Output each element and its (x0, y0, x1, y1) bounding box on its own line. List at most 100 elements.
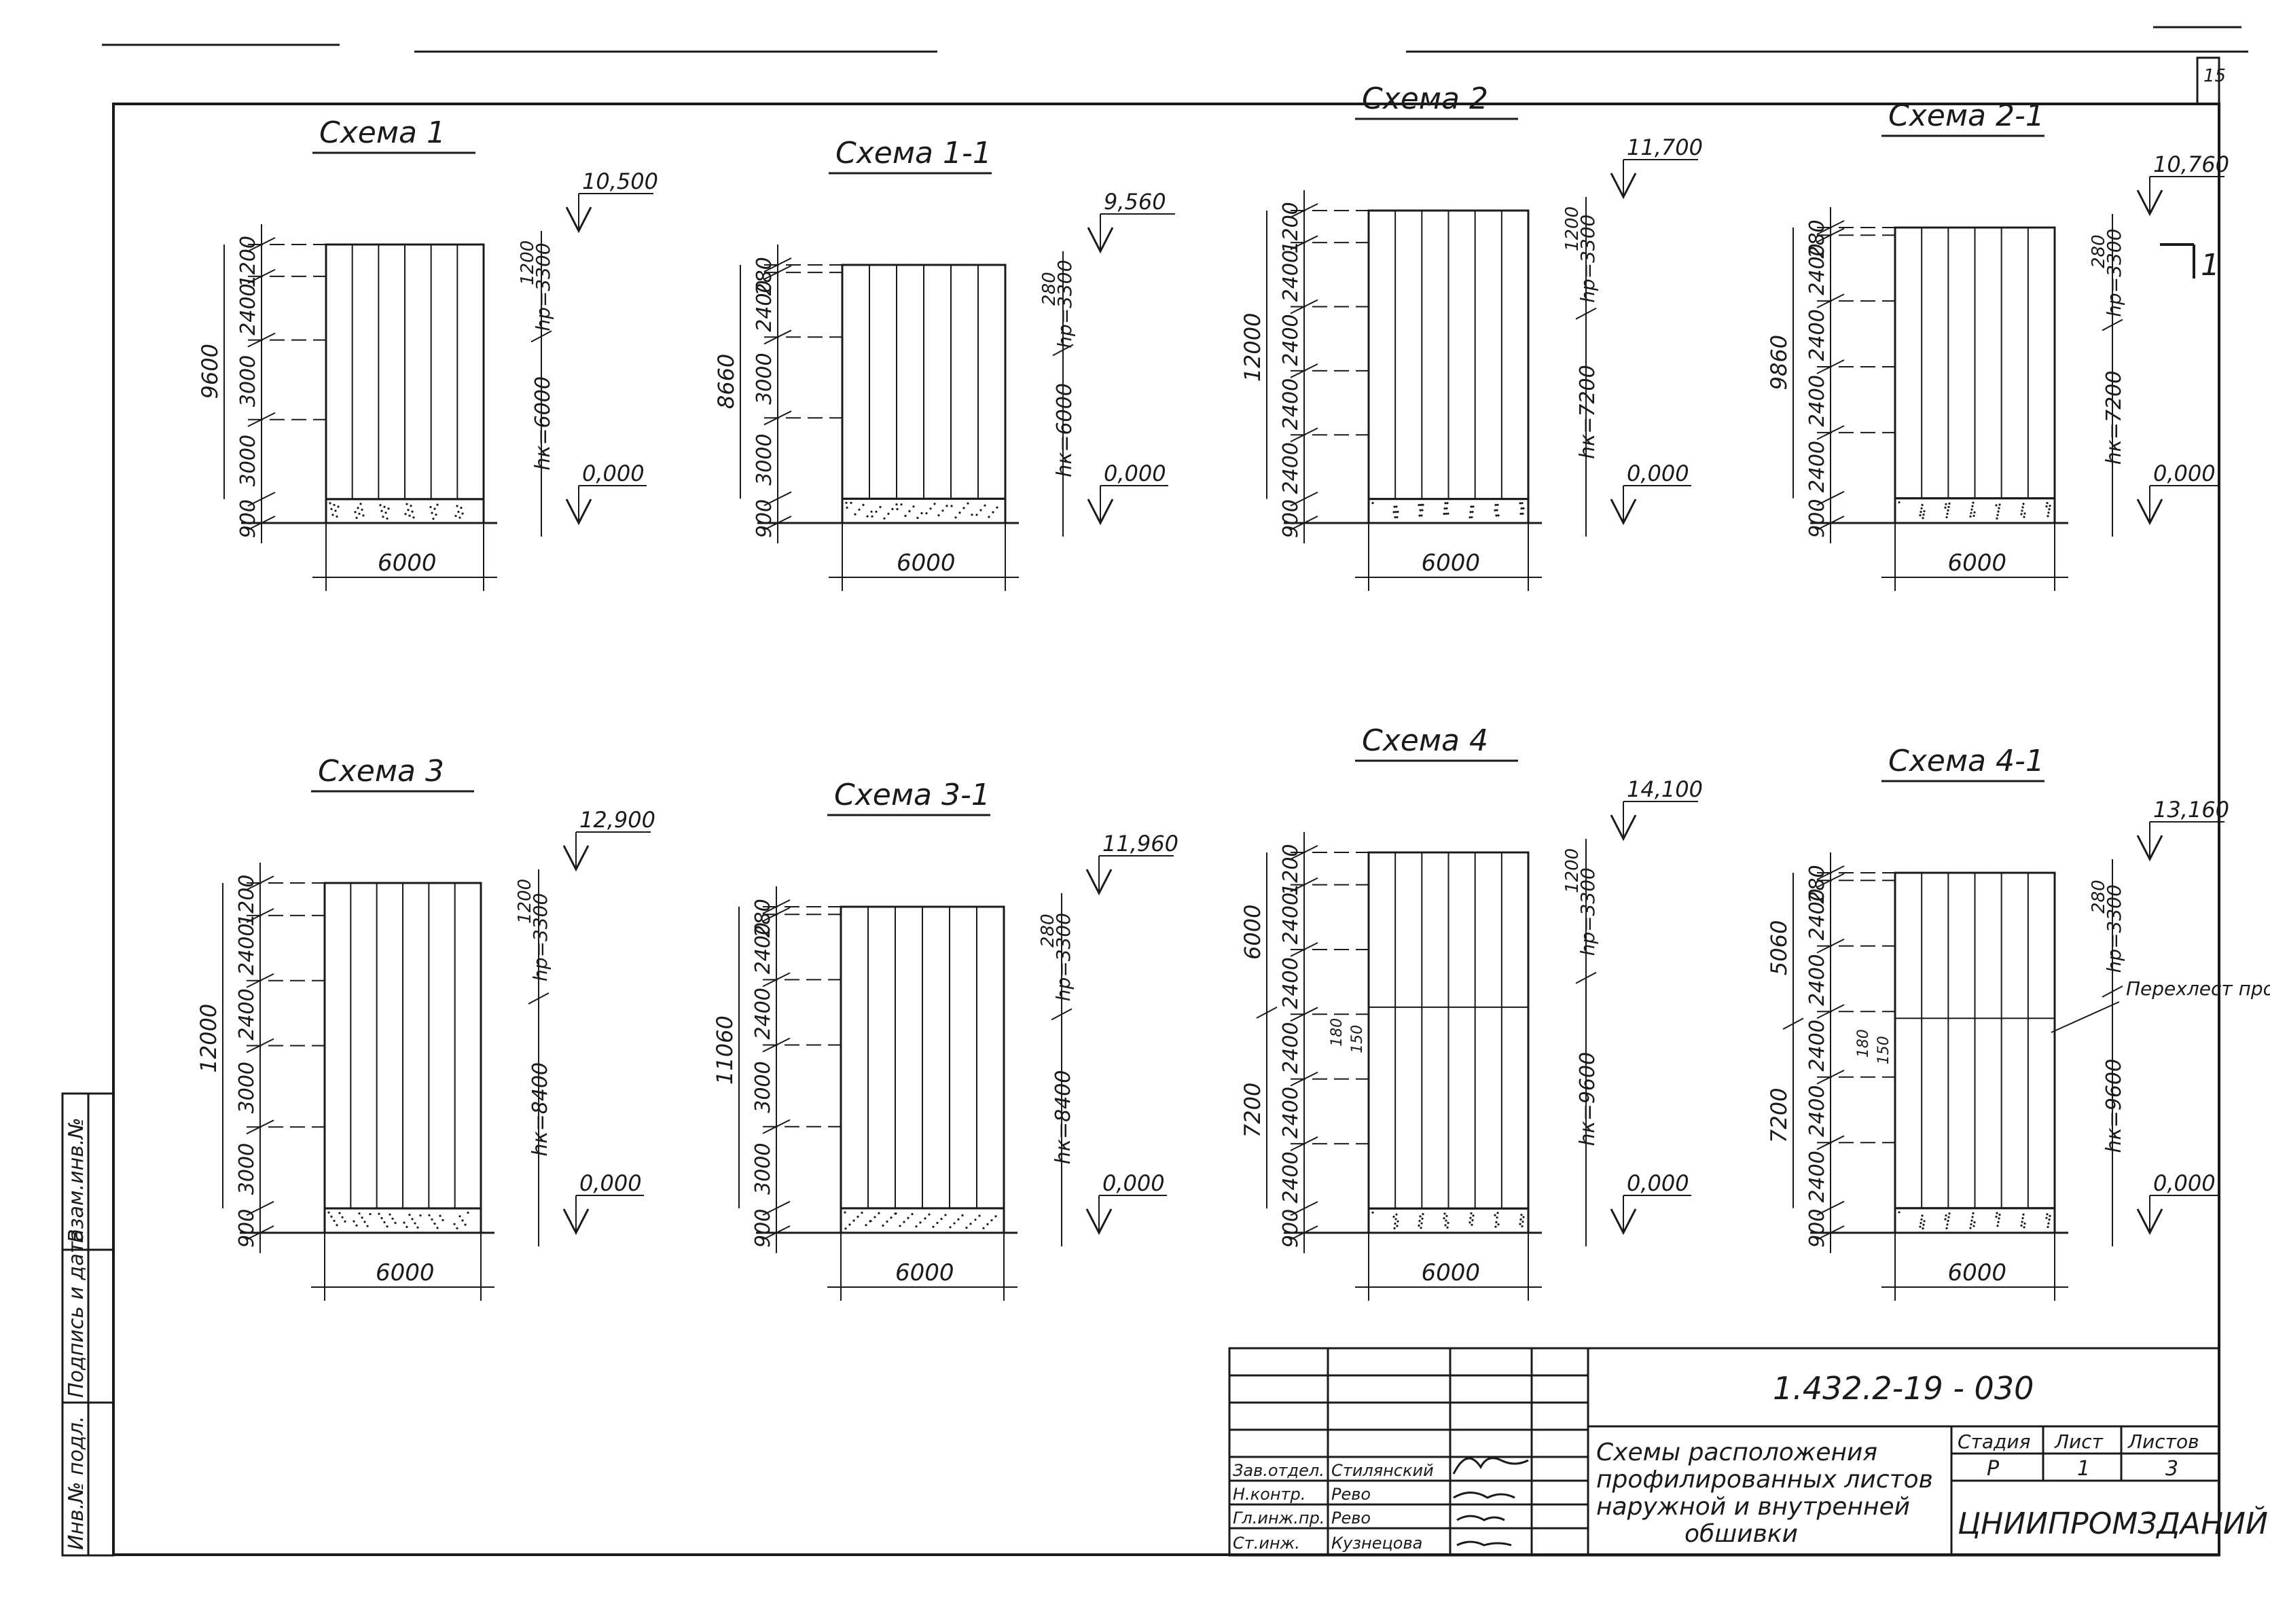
plinth-hatch-dot (1522, 507, 1525, 510)
dimension-tick (246, 1201, 274, 1216)
scheme-5: Схема 390030003000240024001200120006000h… (196, 754, 655, 1301)
plinth-hatch-dot (1945, 1227, 1948, 1229)
plinth-hatch-dot (975, 513, 978, 516)
plinth-hatch-dot (362, 514, 365, 517)
plinth-hatch-dot (2045, 505, 2048, 508)
plinth-hatch-dot (407, 509, 410, 511)
segment-dimension-label: 2400 (1279, 892, 1303, 944)
plinth-hatch-dot (1447, 1221, 1449, 1225)
plinth-hatch-dot (1998, 507, 2000, 509)
plinth-hatch-dot (1443, 512, 1445, 516)
segment-dimension-label: 900 (1805, 1209, 1829, 1248)
plinth-hatch-dot (386, 1225, 389, 1228)
plinth-hatch-dot (386, 517, 389, 520)
zero-level-mark: 0,000 (1627, 1170, 1689, 1196)
plinth-hatch-dot (2020, 513, 2023, 516)
plinth-hatch-dot (1469, 511, 1472, 513)
plinth-hatch-dot (899, 1225, 901, 1227)
plinth-hatch-dot (1494, 509, 1496, 511)
plinth-hatch-dot (341, 1216, 344, 1219)
plinth-hatch-dot (992, 511, 994, 513)
plinth-hatch-dot (354, 511, 357, 513)
plinth-hatch-dot (907, 1216, 909, 1219)
hk-label: hк=8400 (528, 1062, 552, 1157)
plinth-hatch-dot (2048, 508, 2051, 511)
dimension-tick (2102, 319, 2123, 331)
overall-dimension-label: 7200 (1766, 1088, 1792, 1143)
width-dimension-label: 6000 (376, 1259, 435, 1286)
plinth-hatch-dot (1520, 1213, 1523, 1216)
dimension-tick (1256, 1007, 1278, 1019)
segment-dimension-label: 2400 (1279, 314, 1303, 365)
plinth-hatch-dot (436, 503, 439, 506)
plinth-hatch-dot (436, 1227, 439, 1229)
plinth-hatch-dot (1970, 508, 1973, 511)
plinth-hatch-dot (854, 513, 857, 516)
plinth-hatch-dot (435, 513, 437, 516)
dimension-tick (1575, 971, 1597, 984)
plinth-hatch-dot (387, 507, 390, 510)
plinth-hatch-dot (338, 1212, 341, 1214)
dimension-tick (1782, 1017, 1804, 1030)
plinth-hatch-dot (940, 1218, 943, 1221)
plinth-hatch-dot (869, 1220, 872, 1223)
plinth-hatch-dot (1973, 1221, 1976, 1224)
plinth-hatch-dot (1944, 1218, 1947, 1221)
plinth-hatch-dot (1923, 1220, 1926, 1223)
plinth-hatch-dot (403, 1221, 406, 1224)
plinth-hatch-dot (954, 516, 957, 519)
plinth-hatch-dot (1519, 1218, 1522, 1221)
drawing-title-line-1: Схемы расположения (1596, 1439, 1877, 1466)
plinth-hatch-dot (383, 505, 386, 508)
plinth-hatch-dot (1997, 1221, 2000, 1223)
plinth-hatch-dot (1921, 1214, 1924, 1217)
hp-label: hр=3300 (2103, 229, 2125, 317)
top-segment-label: 1200 (515, 879, 535, 924)
plinth-hatch-dot (988, 516, 990, 518)
plinth-hatch-dot (433, 1223, 436, 1225)
plinth-hatch-dot (1418, 503, 1420, 507)
signature-role-4: Ст.инж. (1233, 1534, 1300, 1553)
hp-label: hр=3300 (529, 893, 552, 981)
plinth-hatch-dot (919, 1221, 922, 1224)
plinth-hatch-dot (410, 505, 412, 507)
hk-label: hк=9600 (1576, 1052, 1600, 1147)
segment-dimension-label: 2400 (1805, 441, 1829, 492)
segment-dimension-label: 2400 (1805, 375, 1829, 427)
plinth-hatch-dot (359, 503, 362, 505)
plinth-hatch-dot (1471, 1219, 1474, 1222)
plinth-hatch-dot (1946, 1223, 1949, 1226)
top-level-mark: 14,100 (1627, 776, 1703, 802)
overlap-dimension-label: 180 (1329, 1018, 1346, 1047)
plinth-hatch-dot (358, 1212, 361, 1215)
hk-label: hк=6000 (1053, 383, 1077, 477)
plinth-hatch-dot (979, 509, 982, 511)
segment-dimension-label: 1200 (1279, 202, 1303, 253)
plinth-hatch-dot (1995, 504, 1998, 507)
plinth-hatch-dot (982, 1227, 985, 1229)
top-level-mark: 9,560 (1104, 189, 1166, 215)
plinth-hatch-dot (1394, 1218, 1397, 1221)
plinth-hatch-dot (369, 1212, 372, 1216)
plinth-hatch-dot (1445, 1219, 1447, 1222)
stage-value: Р (1987, 1457, 2000, 1481)
plinth-hatch-dot (929, 507, 932, 510)
plinth-hatch-dot (957, 1218, 960, 1221)
plinth-hatch-dot (1469, 516, 1471, 519)
hk-label: hк=9600 (2102, 1059, 2126, 1153)
plinth-hatch-dot (1945, 1214, 1947, 1217)
width-dimension-label: 6000 (1422, 1259, 1481, 1286)
plinth-hatch-dot (1496, 509, 1498, 511)
plinth-hatch-dot (1419, 509, 1422, 511)
plinth-hatch-dot (1371, 502, 1374, 505)
plinth-hatch-dot (870, 510, 873, 513)
segment-dimension-label: 1200 (235, 875, 259, 926)
plinth-hatch-dot (1497, 514, 1500, 517)
plinth-hatch-dot (404, 513, 407, 516)
plinth-hatch-dot (1472, 505, 1475, 508)
plinth-hatch-dot (908, 510, 911, 513)
plinth-hatch-dot (950, 505, 953, 507)
width-dimension-label: 6000 (1948, 549, 2007, 577)
plinth-hatch-dot (1521, 1221, 1524, 1223)
